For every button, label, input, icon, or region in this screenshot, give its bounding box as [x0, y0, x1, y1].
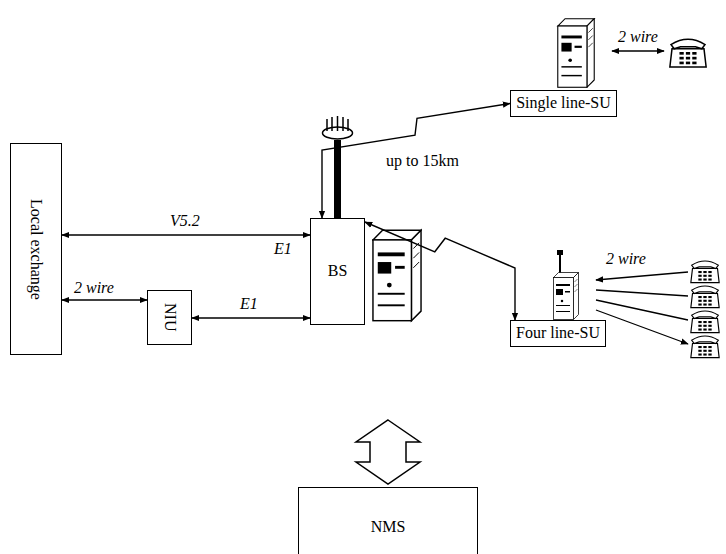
trunk-label: E1 — [272, 240, 294, 258]
management-box: NMS — [298, 487, 478, 554]
node-text: NMS — [371, 518, 406, 536]
interface-unit-box: NIU — [147, 290, 192, 345]
node-text: BS — [328, 262, 348, 280]
link-label: V5.2 — [168, 212, 202, 230]
radio-link — [365, 222, 515, 320]
line-connector — [62, 234, 310, 235]
line-connector — [62, 299, 147, 300]
node-text: Single line-SU — [516, 94, 611, 112]
node-text: NIU — [160, 303, 178, 331]
link-label: 2 wire — [72, 279, 116, 297]
link-label: up to 15km — [384, 152, 461, 170]
wire-label: 2 wire — [604, 250, 648, 268]
wire-label: 2 wire — [616, 28, 660, 46]
node-text: Four line-SU — [516, 324, 600, 342]
node-text: Local exchange — [27, 199, 45, 300]
subscriber-unit-label: Four line-SU — [510, 320, 606, 347]
subscriber-unit-label: Single line-SU — [510, 90, 617, 117]
radio-link — [322, 104, 510, 219]
line-connector — [192, 317, 310, 318]
exchange-box: Local exchange — [10, 143, 62, 355]
link-label: E1 — [238, 295, 260, 313]
base-station-box: BS — [310, 218, 365, 325]
